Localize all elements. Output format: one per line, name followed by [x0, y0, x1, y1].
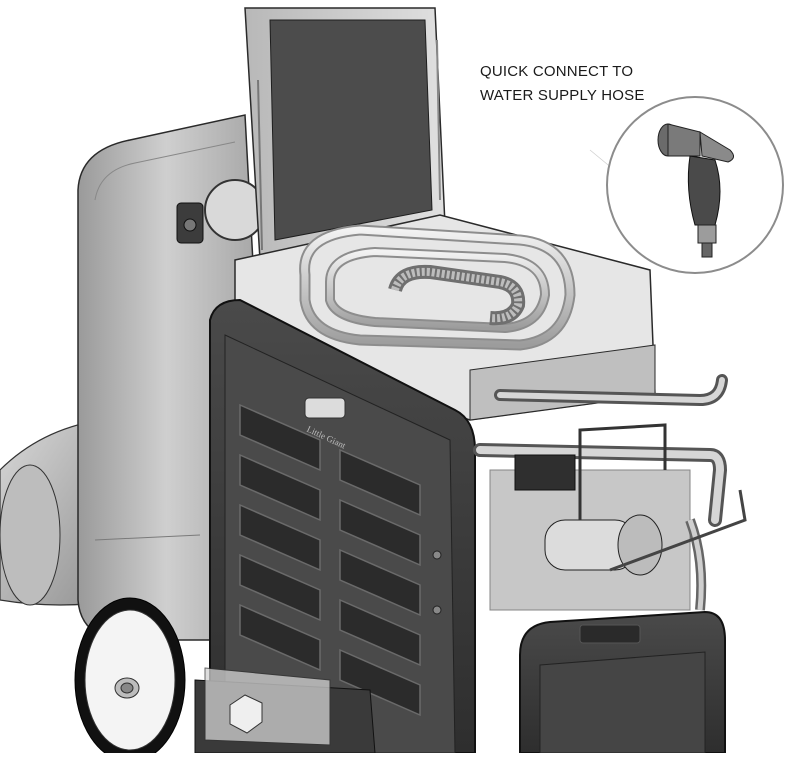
vent-slots-left: [239, 403, 321, 672]
callout-line-2: WATER SUPPLY HOSE: [480, 87, 645, 104]
open-lid: [244, 7, 446, 261]
handle-frame: [473, 374, 728, 527]
side-latch: [176, 202, 204, 244]
vent-slots-right: [339, 448, 421, 717]
hose-nozzle-icon: [657, 123, 734, 258]
internal-pump: [489, 423, 747, 611]
callout-label: QUICK CONNECT TO WATER SUPPLY HOSE: [480, 60, 740, 108]
control-box: [194, 667, 376, 754]
wheel: [74, 597, 186, 758]
lower-right-panel: [519, 610, 726, 754]
callout-magnifier: [589, 96, 784, 274]
front-panel: Little Giant: [209, 298, 476, 754]
callout-line-1: QUICK CONNECT TO: [480, 63, 634, 80]
